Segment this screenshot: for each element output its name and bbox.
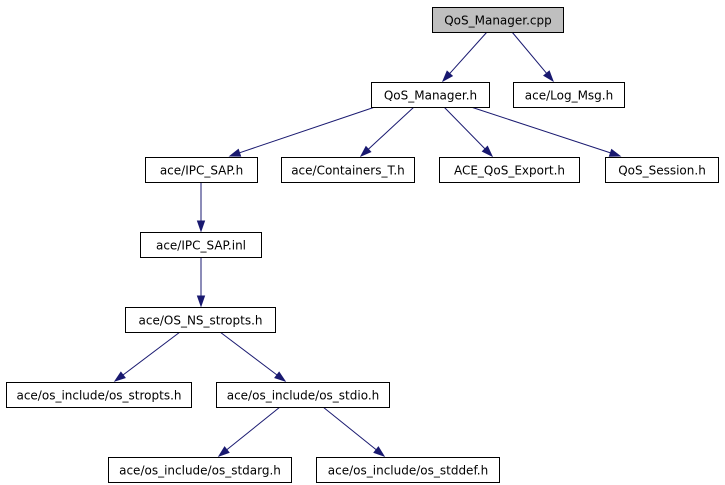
edge-qos_manager_cpp-to-qos_manager_h [441, 31, 488, 83]
edge-line [470, 106, 611, 154]
arrowhead-icon [274, 371, 287, 382]
edge-line [511, 31, 547, 74]
node-label: ace/os_include/os_stdio.h [227, 389, 380, 403]
arrowhead-icon [608, 148, 622, 157]
edge-os_ns_stropts_h-to-os_stropts_h [113, 331, 181, 382]
node-os-stdio-h[interactable]: ace/os_include/os_stdio.h [216, 382, 390, 408]
edge-qos_manager_h-to-ace_qos_export_h [443, 106, 494, 158]
node-qos-manager-h[interactable]: QoS_Manager.h [371, 82, 490, 108]
arrowhead-icon [543, 70, 554, 83]
node-label: ace/os_include/os_stdarg.h [119, 464, 281, 478]
arrowhead-icon [441, 70, 454, 83]
node-box[interactable] [605, 157, 719, 183]
edge-os_ns_stropts_h-to-os_stdio_h [219, 331, 287, 382]
edge-os_stdio_h-to-os_stddef_h [322, 406, 386, 457]
node-box[interactable] [513, 82, 625, 108]
node-os-stdarg-h[interactable]: ace/os_include/os_stdarg.h [108, 457, 292, 483]
node-box[interactable] [145, 157, 258, 183]
node-label: ace/IPC_SAP.inl [156, 239, 246, 253]
edge-line [368, 106, 415, 150]
edge-line [226, 406, 281, 451]
edge-os_stdio_h-to-os_stdarg_h [217, 406, 281, 457]
edge-ipc_sap_inl-to-os_ns_stropts_h [196, 257, 206, 308]
node-label: ace/Containers_T.h [291, 164, 405, 178]
node-qos-manager-cpp[interactable]: QoS_Manager.cpp [432, 7, 564, 33]
node-box[interactable] [6, 382, 192, 408]
node-box[interactable] [316, 457, 500, 483]
node-label: ace/Log_Msg.h [525, 89, 613, 103]
node-containers-t-h[interactable]: ace/Containers_T.h [281, 157, 415, 183]
edge-line [122, 331, 181, 376]
node-box[interactable] [432, 7, 564, 33]
node-box[interactable] [439, 157, 580, 183]
edge-ipc_sap_h-to-ipc_sap_inl [196, 182, 206, 233]
node-box[interactable] [140, 232, 262, 258]
node-box[interactable] [281, 157, 415, 183]
node-box[interactable] [108, 457, 292, 483]
edges-layer [113, 31, 622, 457]
arrowhead-icon [359, 145, 372, 158]
edge-line [239, 106, 376, 154]
node-box[interactable] [216, 382, 390, 408]
node-box[interactable] [371, 82, 490, 108]
arrowhead-icon [373, 446, 386, 457]
edge-line [443, 106, 486, 150]
node-ace-qos-export-h[interactable]: ACE_QoS_Export.h [439, 157, 580, 183]
arrowhead-icon [228, 148, 242, 157]
node-label: QoS_Manager.cpp [444, 14, 552, 28]
node-os-stropts-h[interactable]: ace/os_include/os_stropts.h [6, 382, 192, 408]
arrowhead-icon [113, 371, 126, 382]
node-qos-session-h[interactable]: QoS_Session.h [605, 157, 719, 183]
node-os-stddef-h[interactable]: ace/os_include/os_stddef.h [316, 457, 500, 483]
edge-line [219, 331, 278, 376]
node-ipc-sap-inl[interactable]: ace/IPC_SAP.inl [140, 232, 262, 258]
arrowhead-icon [217, 446, 230, 457]
node-os-ns-stropts-h[interactable]: ace/OS_NS_stropts.h [125, 307, 276, 333]
edge-qos_manager_cpp-to-log_msg_h [511, 31, 554, 83]
node-label: ace/os_include/os_stddef.h [328, 464, 488, 478]
node-box[interactable] [125, 307, 276, 333]
node-label: QoS_Session.h [618, 164, 706, 178]
edge-qos_manager_h-to-qos_session_h [470, 106, 622, 157]
node-label: ace/IPC_SAP.h [160, 164, 243, 178]
arrowhead-icon [196, 220, 206, 233]
edge-line [449, 31, 488, 74]
edge-qos_manager_h-to-ipc_sap_h [228, 106, 376, 157]
node-label: QoS_Manager.h [384, 89, 477, 103]
edge-qos_manager_h-to-containers_t_h [359, 106, 415, 158]
node-label: ace/os_include/os_stropts.h [16, 389, 181, 403]
arrowhead-icon [196, 295, 206, 308]
node-ipc-sap-h[interactable]: ace/IPC_SAP.h [145, 157, 258, 183]
node-label: ace/OS_NS_stropts.h [139, 314, 263, 328]
node-log-msg-h[interactable]: ace/Log_Msg.h [513, 82, 625, 108]
edge-line [322, 406, 377, 451]
arrowhead-icon [481, 145, 494, 158]
node-label: ACE_QoS_Export.h [454, 164, 565, 178]
